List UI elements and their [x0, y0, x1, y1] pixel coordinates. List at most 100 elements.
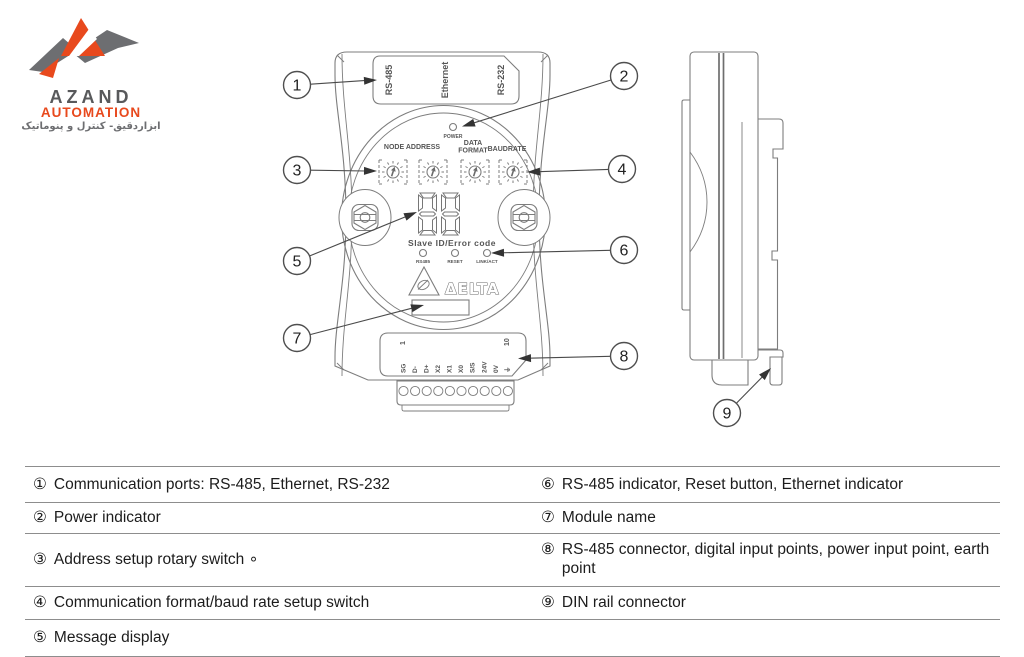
legend-text-7: Module name — [561, 509, 656, 527]
side-terminal-block — [711, 359, 749, 386]
reset-label: RESET — [447, 259, 463, 264]
legend-marker-9: ⑨ — [541, 594, 555, 612]
device-body-outline — [334, 51, 551, 381]
right-screw-fixture — [497, 188, 551, 247]
logo-peak-leg — [39, 58, 59, 78]
callout-7-number: 7 — [293, 331, 302, 348]
terminal-number-last: 10 — [504, 338, 511, 346]
side-front-panel — [681, 99, 690, 311]
data-format-label-1: DATA — [464, 140, 482, 147]
legend-text-5: Message display — [53, 629, 170, 647]
logo-brand-top: AZAND — [49, 87, 133, 107]
terminal-d-plus: D+ — [424, 364, 431, 373]
seven-segment-display — [418, 192, 460, 236]
legend-item-6: ⑥ RS-485 indicator, Reset button, Ethern… — [533, 467, 1000, 502]
legend-row-2: ② Power indicator ⑦ Module name — [25, 502, 1000, 533]
terminal-x2: X2 — [435, 365, 442, 373]
data-format-label-2: FORMAT — [458, 148, 488, 155]
legend-marker-3: ③ — [33, 551, 47, 569]
callout-5-number: 5 — [293, 254, 302, 271]
legend-table: ① Communication ports: RS-485, Ethernet,… — [25, 466, 1000, 657]
legend-item-4: ④ Communication format/baud rate setup s… — [25, 587, 533, 619]
callout-6-number: 6 — [620, 243, 629, 260]
delta-wordmark: ΔELTA — [445, 280, 500, 298]
legend-item-7: ⑦ Module name — [533, 503, 1000, 533]
callout-9-number: 9 — [723, 406, 732, 423]
legend-text-2: Power indicator — [53, 509, 161, 527]
logo-graphic-icon — [29, 18, 139, 78]
rotary-switch-node-hi — [378, 159, 408, 185]
terminal-earth: ⏚ — [504, 367, 512, 374]
port-label-ethernet: Ethernet — [440, 62, 450, 99]
callout-7: 7 — [282, 323, 312, 353]
rotary-switch-data-format — [460, 159, 490, 185]
callout-2-number: 2 — [620, 69, 629, 86]
power-led-icon — [448, 122, 458, 132]
terminal-labels: SG D- D+ X2 X1 X0 S/S 24V 0V ⏚ — [401, 361, 512, 373]
callout-3: 3 — [282, 155, 312, 185]
rs485-led-label: RS485 — [416, 259, 430, 264]
terminal-0v: 0V — [493, 364, 500, 373]
callout-2: 2 — [609, 61, 639, 91]
legend-marker-4: ④ — [33, 594, 47, 612]
side-faceplate-dome — [689, 151, 708, 253]
legend-text-8: RS-485 connector, digital input points, … — [561, 541, 990, 578]
din-bottom-flange — [758, 349, 784, 358]
callout-8: 8 — [609, 341, 639, 371]
callout-1: 1 — [282, 70, 312, 100]
logo-brand-bottom: AUTOMATION — [40, 105, 142, 120]
legend-item-empty — [533, 620, 1000, 656]
legend-marker-1: ① — [33, 475, 47, 493]
legend-text-6: RS-485 indicator, Reset button, Ethernet… — [561, 475, 904, 493]
logo-peak — [61, 18, 105, 56]
front-view: RS-485 Ethernet RS-232 POWER NODE ADDRES… — [334, 51, 551, 412]
legend-row-4: ④ Communication format/baud rate setup s… — [25, 586, 1000, 619]
delta-logo-icon — [408, 265, 440, 296]
callout-1-number: 1 — [293, 78, 302, 95]
callout-4-number: 4 — [618, 162, 627, 179]
legend-marker-6: ⑥ — [541, 475, 555, 493]
legend-item-2: ② Power indicator — [25, 503, 533, 533]
legend-row-1: ① Communication ports: RS-485, Ethernet,… — [25, 466, 1000, 502]
port-label-panel — [372, 55, 520, 105]
legend-row-3: ③ Address setup rotary switch ∘ ⑧ RS-485… — [25, 533, 1000, 586]
baudrate-label: BAUDRATE — [488, 146, 527, 153]
callout-leaders — [309, 76, 771, 404]
legend-item-5: ⑤ Message display — [25, 620, 533, 656]
legend-text-3: Address setup rotary switch ∘ — [53, 551, 259, 569]
callout-9: 9 — [712, 398, 742, 428]
legend-text-9: DIN rail connector — [561, 594, 686, 612]
din-clip-tab — [769, 356, 783, 386]
callout-3-number: 3 — [293, 163, 302, 180]
legend-text-4: Communication format/baud rate setup swi… — [53, 594, 370, 612]
callout-5: 5 — [282, 246, 312, 276]
logo-tagline: ابزاردقیق- کنترل و پنوماتیک — [21, 121, 161, 132]
side-view — [681, 51, 784, 386]
terminal-number-first: 1 — [400, 341, 407, 345]
terminal-block — [396, 380, 515, 412]
callouts: 1 2 3 4 5 6 7 — [282, 61, 742, 428]
rotary-switch-node-lo — [418, 159, 448, 185]
legend-text-1: Communication ports: RS-485, Ethernet, R… — [53, 475, 390, 493]
legend-item-3: ③ Address setup rotary switch ∘ — [25, 534, 533, 586]
node-address-label: NODE ADDRESS — [384, 144, 440, 151]
corner-seams — [336, 54, 549, 371]
power-led-label: POWER — [444, 134, 463, 140]
legend-marker-2: ② — [33, 509, 47, 527]
port-label-rs485: RS-485 — [384, 65, 394, 96]
din-rail-channel — [758, 118, 784, 350]
terminal-sg: SG — [401, 364, 408, 373]
port-label-rs232: RS-232 — [496, 65, 506, 96]
callout-8-number: 8 — [620, 349, 629, 366]
link-act-led-icon — [482, 248, 492, 258]
reset-button-icon — [450, 248, 460, 258]
callout-6: 6 — [609, 235, 639, 265]
terminal-24v: 24V — [482, 361, 489, 373]
legend-item-9: ⑨ DIN rail connector — [533, 587, 1000, 619]
legend-marker-5: ⑤ — [33, 629, 47, 647]
terminal-ss: S/S — [470, 362, 477, 373]
company-logo: AZAND AUTOMATION ابزاردقیق- کنترل و پنوم… — [16, 12, 166, 134]
rs485-led-icon — [418, 248, 428, 258]
legend-marker-8: ⑧ — [541, 541, 555, 558]
